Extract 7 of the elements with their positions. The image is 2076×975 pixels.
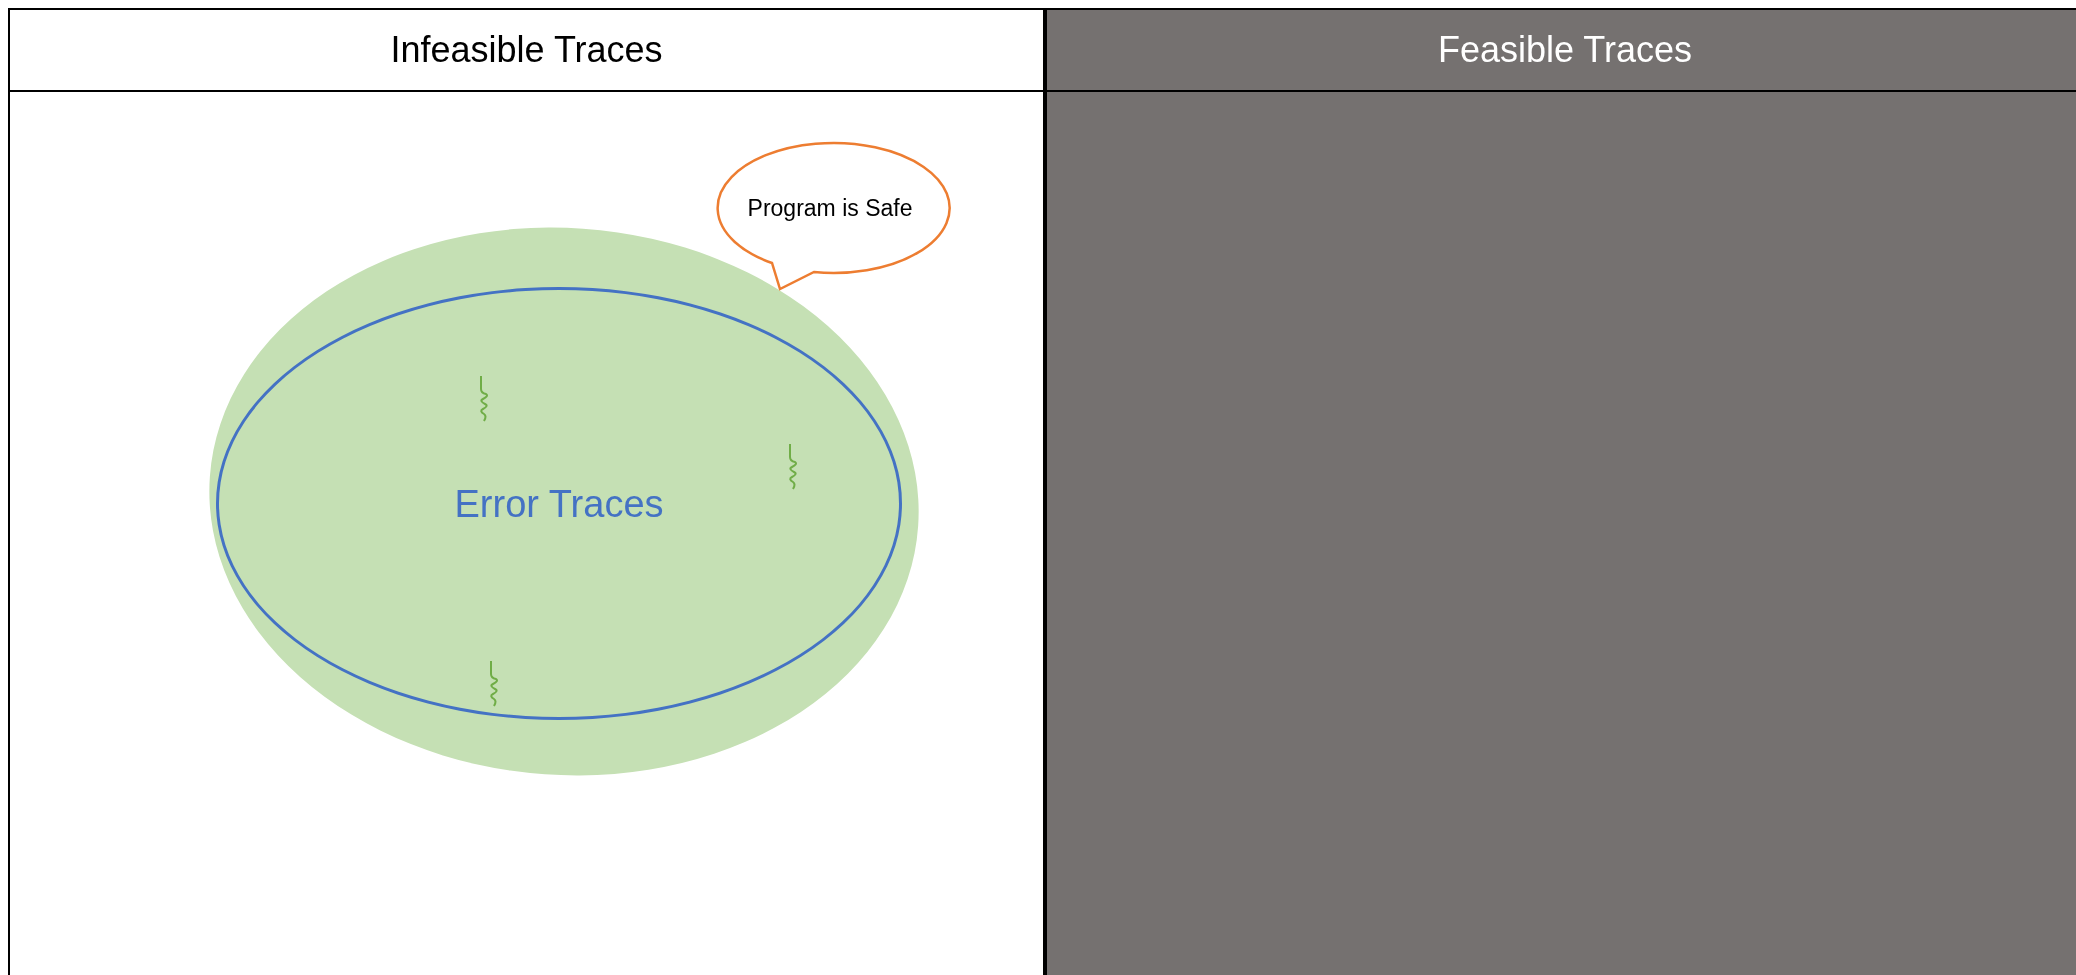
panel-heading: Infeasible Traces [390,29,663,71]
bubble-text: Program is Safe [747,194,913,222]
panel-heading: Feasible Traces [1437,29,1693,71]
panel [8,8,1045,975]
region-label: Error Traces [454,482,664,525]
panel [1045,8,2076,975]
ellipse-outline [216,287,902,720]
